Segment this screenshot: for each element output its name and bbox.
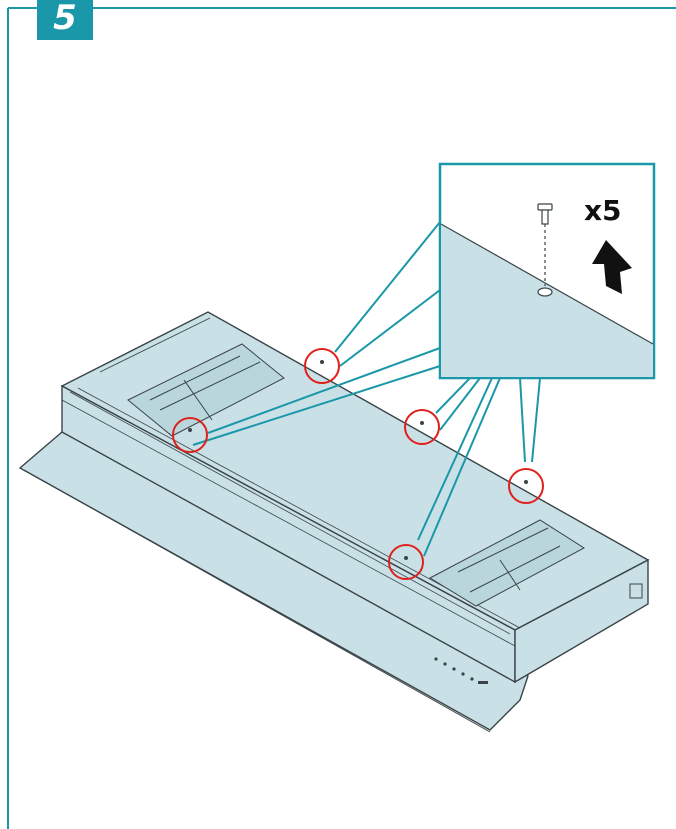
unit-side-face [514, 558, 649, 684]
right-mounting-recess [428, 519, 585, 607]
callout-leader-lines [192, 221, 541, 557]
callout-surface [441, 224, 653, 377]
indicator-lights [434, 657, 488, 684]
screw-marks [188, 360, 528, 560]
step-number-badge: 5 [37, 0, 93, 40]
side-port [629, 583, 643, 599]
left-mounting-recess [127, 343, 285, 437]
page-frame [7, 7, 676, 829]
screw-icon [537, 203, 553, 297]
screw-detail-callout [438, 162, 656, 380]
front-panel-edge [23, 469, 491, 733]
screw-quantity-label: x5 [584, 194, 622, 227]
remove-up-arrow-icon [592, 240, 632, 294]
screw-location-markers [172, 348, 544, 580]
